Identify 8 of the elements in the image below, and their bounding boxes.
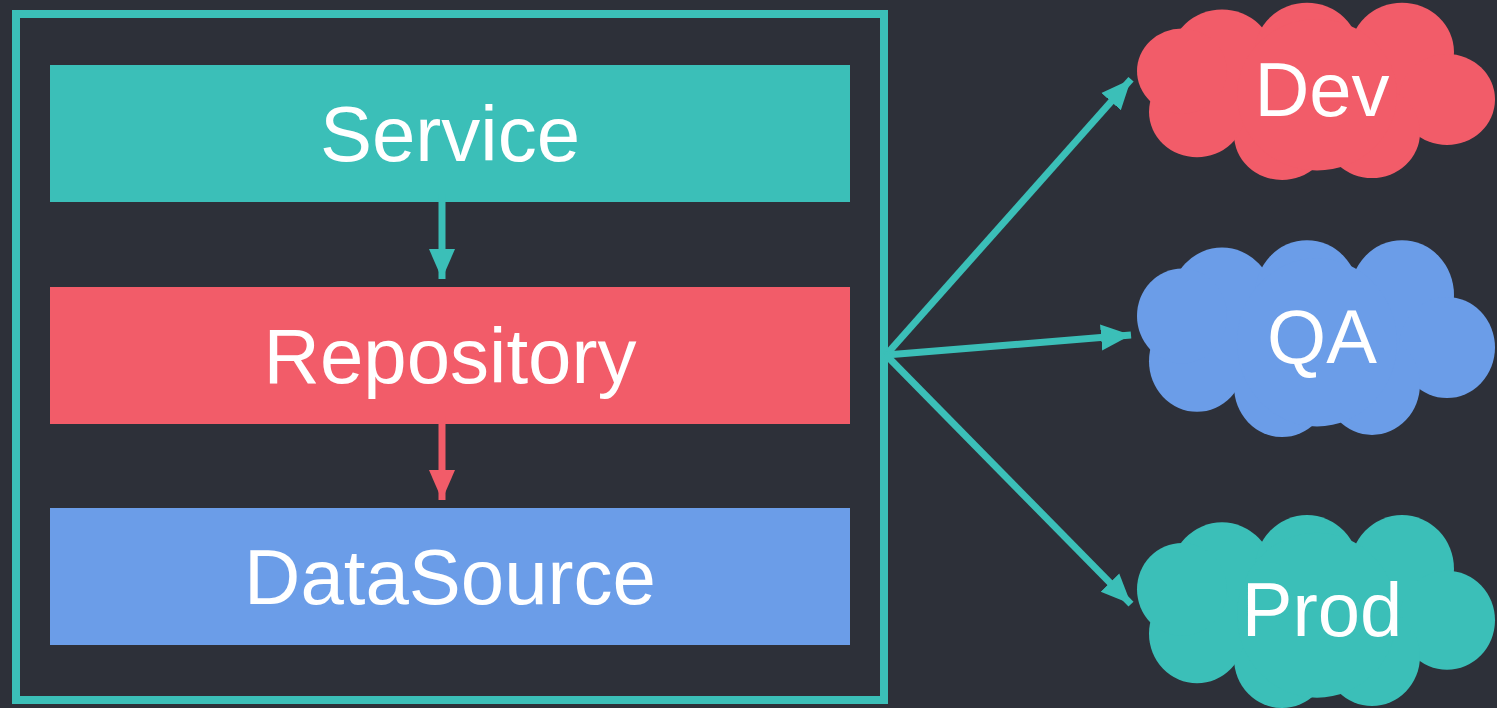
layer-box <box>50 508 850 645</box>
layer-box <box>50 287 850 424</box>
layer-label: DataSource <box>244 537 656 616</box>
container-frame <box>12 10 888 704</box>
environment-label: Prod <box>1241 572 1403 648</box>
environment-label: Dev <box>1254 52 1390 128</box>
layer-box <box>50 65 850 202</box>
layer-label: Service <box>319 94 581 173</box>
